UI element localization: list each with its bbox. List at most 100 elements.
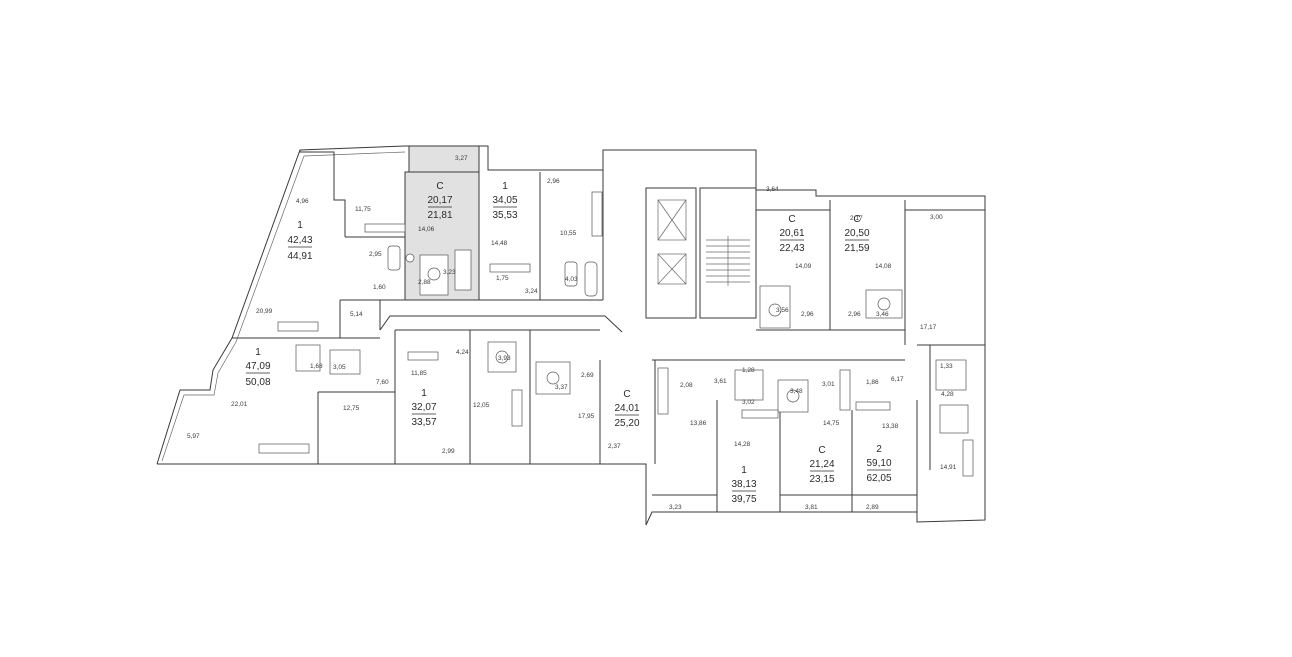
svg-text:1: 1 bbox=[297, 220, 303, 231]
room-area: 1,68 bbox=[310, 363, 323, 370]
room-area: 4,24 bbox=[456, 349, 469, 356]
apartment-d-label: C 20,61 22,43 bbox=[779, 214, 804, 254]
room-area: 3,01 bbox=[822, 381, 835, 388]
room-area: 2,95 bbox=[369, 251, 382, 258]
room-area: 3,93 bbox=[498, 355, 511, 362]
svg-text:1: 1 bbox=[421, 388, 427, 399]
apartment-f-label: 1 47,09 50,08 bbox=[245, 347, 270, 388]
room-area: 12,75 bbox=[343, 405, 360, 412]
svg-text:42,43: 42,43 bbox=[287, 235, 312, 246]
svg-text:38,13: 38,13 bbox=[731, 479, 756, 490]
building-walls bbox=[156, 145, 986, 526]
apartment-h-label: C 24,01 25,20 bbox=[614, 389, 639, 429]
room-area: 14,08 bbox=[875, 263, 892, 270]
room-area: 13,38 bbox=[882, 423, 899, 430]
svg-text:22,43: 22,43 bbox=[779, 243, 804, 254]
svg-text:59,10: 59,10 bbox=[866, 458, 891, 469]
apartment-k-label: 2 59,10 62,05 bbox=[866, 444, 891, 484]
apartment-labels: 1 42,43 44,91 C 20,17 21,81 1 34,05 35,5… bbox=[245, 181, 891, 505]
room-area: 2,17 bbox=[850, 215, 863, 222]
room-area: 2,08 bbox=[680, 382, 693, 389]
svg-text:24,01: 24,01 bbox=[614, 403, 639, 414]
room-area: 3,81 bbox=[805, 504, 818, 511]
apartment-b-label: C 20,17 21,81 bbox=[427, 181, 452, 221]
svg-text:21,81: 21,81 bbox=[427, 210, 452, 221]
room-area: 17,17 bbox=[920, 324, 937, 331]
svg-text:23,15: 23,15 bbox=[809, 474, 834, 485]
room-area: 11,85 bbox=[411, 370, 427, 377]
apartment-i-label: 1 38,13 39,75 bbox=[731, 465, 756, 505]
room-area: 14,48 bbox=[491, 240, 508, 247]
bathroom-fixtures bbox=[295, 245, 969, 434]
room-area: 5,14 bbox=[350, 311, 363, 318]
svg-text:62,05: 62,05 bbox=[866, 473, 891, 484]
room-area: 2,99 bbox=[442, 448, 455, 455]
room-area: 14,09 bbox=[795, 263, 812, 270]
room-area: 1,86 bbox=[866, 379, 879, 386]
room-area: 3,37 bbox=[555, 384, 568, 391]
room-area: 2,96 bbox=[547, 178, 560, 185]
apartment-g-label: 1 32,07 33,57 bbox=[411, 388, 436, 428]
kitchen-counters bbox=[258, 191, 974, 477]
room-area: 17,95 bbox=[578, 413, 595, 420]
room-area: 3,02 bbox=[742, 399, 755, 406]
room-area: 2,96 bbox=[848, 311, 861, 318]
room-area: 6,17 bbox=[891, 376, 904, 383]
svg-text:44,91: 44,91 bbox=[287, 251, 312, 262]
svg-text:2: 2 bbox=[876, 444, 882, 455]
room-area-labels: 4,96 11,75 3,27 14,06 14,48 2,96 10,55 2… bbox=[187, 155, 957, 511]
svg-text:C: C bbox=[623, 389, 630, 400]
svg-text:21,59: 21,59 bbox=[844, 243, 869, 254]
apartment-j-label: C 21,24 23,15 bbox=[809, 445, 834, 485]
room-area: 10,55 bbox=[560, 230, 577, 237]
room-area: 1,75 bbox=[496, 275, 509, 282]
room-area: 12,05 bbox=[473, 402, 490, 409]
room-area: 3,05 bbox=[333, 364, 346, 371]
room-area: 2,69 bbox=[581, 372, 594, 379]
svg-text:1: 1 bbox=[741, 465, 747, 476]
room-area: 3,64 bbox=[766, 186, 779, 193]
room-area: 13,86 bbox=[690, 420, 707, 427]
room-area: 3,56 bbox=[776, 307, 789, 314]
room-area: 14,91 bbox=[940, 464, 957, 471]
apartment-b-balcony bbox=[408, 145, 480, 173]
room-area: 1,60 bbox=[373, 284, 386, 291]
svg-text:32,07: 32,07 bbox=[411, 402, 436, 413]
svg-text:1: 1 bbox=[502, 181, 508, 192]
svg-text:C: C bbox=[788, 214, 795, 225]
svg-text:C: C bbox=[853, 214, 860, 225]
svg-text:50,08: 50,08 bbox=[245, 377, 270, 388]
room-area: 3,48 bbox=[790, 388, 803, 395]
room-area: 2,37 bbox=[608, 443, 621, 450]
room-area: 11,75 bbox=[355, 206, 371, 213]
room-area: 3,00 bbox=[930, 214, 943, 221]
svg-text:C: C bbox=[818, 445, 825, 456]
room-area: 4,96 bbox=[296, 198, 309, 205]
room-area: 3,23 bbox=[669, 504, 682, 511]
room-area: 2,96 bbox=[801, 311, 814, 318]
svg-text:20,61: 20,61 bbox=[779, 228, 804, 239]
room-area: 14,28 bbox=[734, 441, 751, 448]
svg-text:35,53: 35,53 bbox=[492, 210, 517, 221]
svg-text:20,17: 20,17 bbox=[427, 195, 452, 206]
room-area: 3,27 bbox=[455, 155, 468, 162]
room-area: 3,24 bbox=[525, 288, 538, 295]
svg-text:39,75: 39,75 bbox=[731, 494, 756, 505]
room-area: 4,28 bbox=[941, 391, 954, 398]
apartment-a-label: 1 42,43 44,91 bbox=[287, 220, 312, 262]
svg-text:25,20: 25,20 bbox=[614, 418, 639, 429]
room-area: 1,28 bbox=[742, 367, 755, 374]
svg-text:21,24: 21,24 bbox=[809, 459, 834, 470]
room-area: 3,61 bbox=[714, 378, 727, 385]
svg-text:33,57: 33,57 bbox=[411, 417, 436, 428]
room-area: 2,88 bbox=[418, 279, 431, 286]
room-area: 1,33 bbox=[940, 363, 953, 370]
room-area: 4,03 bbox=[565, 276, 578, 283]
room-area: 2,89 bbox=[866, 504, 879, 511]
svg-text:20,50: 20,50 bbox=[844, 228, 869, 239]
room-area: 20,99 bbox=[256, 308, 273, 315]
room-area: 22,01 bbox=[231, 401, 248, 408]
room-area: 14,75 bbox=[823, 420, 840, 427]
apartment-e-label: C 20,50 21,59 bbox=[844, 214, 869, 254]
